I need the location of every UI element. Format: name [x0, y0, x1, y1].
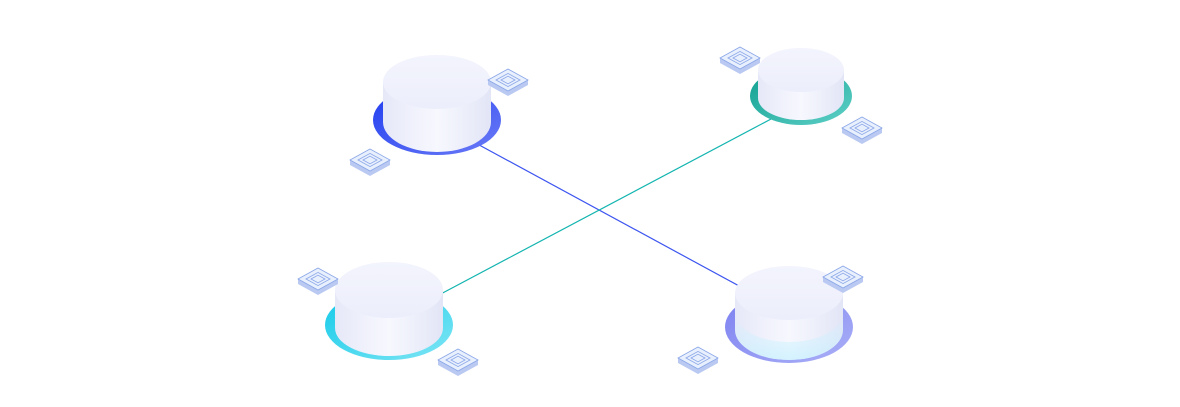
- node-top-left: [373, 55, 501, 155]
- chip-icon: [719, 46, 761, 74]
- chip-icon: [437, 348, 479, 376]
- node-bottom-left: [325, 262, 453, 360]
- chip-icon: [349, 148, 391, 176]
- cylinder-top: [758, 48, 844, 92]
- cylinder-top: [383, 55, 491, 109]
- node-bottom-right: [725, 266, 853, 363]
- link-bottom-left-to-top-right: [419, 109, 789, 306]
- chip-icon: [677, 346, 719, 374]
- chip-icon: [822, 265, 864, 293]
- chip-icon: [487, 68, 529, 96]
- link-top-left-to-bottom-right: [469, 139, 766, 301]
- chip-icon: [841, 116, 883, 144]
- chip-icon: [297, 267, 339, 295]
- cylinder-top: [735, 266, 843, 320]
- node-top-right: [750, 48, 852, 125]
- cylinder-glow: [735, 312, 843, 360]
- cylinder-top: [335, 262, 443, 318]
